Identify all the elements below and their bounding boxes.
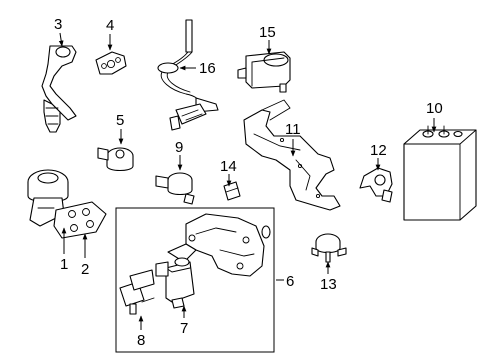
- callout-13: 13: [320, 276, 337, 293]
- callout-7: 7: [180, 320, 188, 337]
- solenoid-valve-part-5: [97, 147, 134, 172]
- callout-16: 16: [199, 60, 216, 77]
- callout-8: 8: [137, 332, 145, 349]
- gasket-part-4: [95, 51, 127, 75]
- callout-4: 4: [106, 17, 114, 34]
- bracket-part-11: [243, 99, 341, 211]
- callout-9: 9: [175, 139, 183, 156]
- mounting-bracket-part-6: [167, 213, 271, 277]
- valve-part-9: [155, 172, 195, 205]
- solenoid-part-8: [119, 269, 155, 315]
- callout-12: 12: [370, 142, 387, 159]
- vacuum-valve-part-12: [359, 167, 393, 203]
- callout-2: 2: [81, 261, 89, 278]
- charcoal-canister-part-10: [403, 125, 477, 221]
- callout-14: 14: [220, 158, 237, 175]
- oxygen-sensor-part-16: [157, 19, 219, 131]
- purge-valve-part-13: [311, 233, 347, 263]
- callout-11: 11: [285, 121, 301, 138]
- egr-gasket-part-2: [53, 201, 107, 239]
- fitting-part-14: [223, 181, 241, 201]
- callout-6: 6: [286, 273, 294, 290]
- callout-1: 1: [60, 256, 68, 273]
- egr-valve-part-1: [27, 169, 69, 227]
- assembly-box-part-6: [115, 207, 275, 353]
- solenoid-part-7: [155, 257, 195, 309]
- callout-3: 3: [54, 16, 62, 33]
- filter-part-15: [237, 51, 291, 93]
- callout-15: 15: [259, 24, 276, 41]
- egr-pipe-part-3: [41, 45, 77, 133]
- callout-labels: 3 4 15 16 5 9 14 11 12 10 13 1 2 6 7 8: [54, 16, 443, 349]
- callout-leaders: [58, 32, 437, 330]
- callout-10: 10: [426, 100, 443, 117]
- callout-5: 5: [116, 112, 124, 129]
